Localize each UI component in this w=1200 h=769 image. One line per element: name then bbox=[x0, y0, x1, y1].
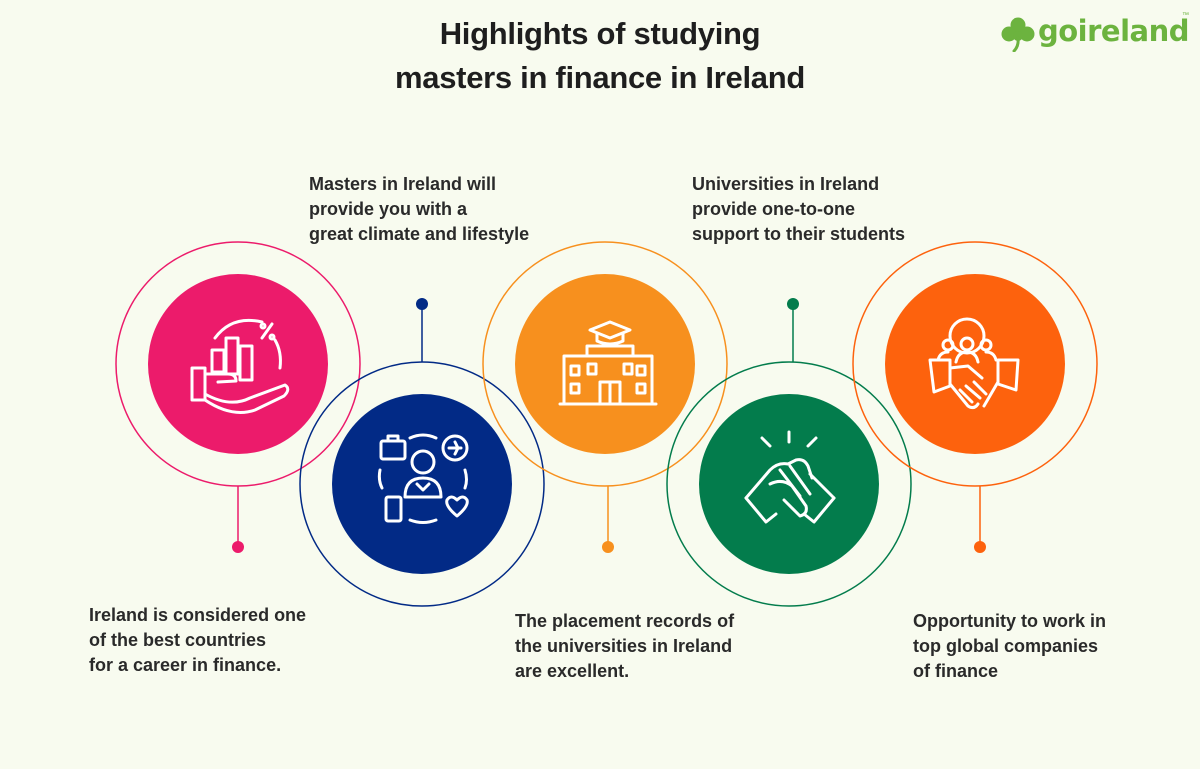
highlight-1-line-3: for a career in finance. bbox=[89, 655, 282, 675]
shamrock-icon bbox=[1001, 17, 1035, 52]
connector-dot-4 bbox=[787, 298, 799, 310]
clasped-hands-support-icon bbox=[744, 430, 836, 524]
highlight-4-line-2: provide one-to-one bbox=[692, 199, 855, 219]
connector-dot-3 bbox=[602, 541, 614, 553]
highlight-4-line-3: support to their students bbox=[692, 224, 905, 244]
university-building-icon bbox=[558, 320, 658, 406]
logo-wordmark: goireland bbox=[1038, 14, 1190, 48]
outer-ring-4 bbox=[666, 361, 912, 607]
highlight-text-1: Ireland is considered one of the best co… bbox=[89, 603, 306, 678]
highlight-circle-5 bbox=[885, 274, 1065, 454]
highlight-1-line-2: of the best countries bbox=[89, 630, 267, 650]
lifestyle-person-icon bbox=[377, 433, 469, 524]
highlight-2-line-3: great climate and lifestyle bbox=[309, 224, 530, 244]
highlight-4-line-1: Universities in Ireland bbox=[692, 174, 880, 194]
highlight-text-4: Universities in Ireland provide one-to-o… bbox=[692, 172, 905, 247]
highlight-text-5: Opportunity to work in top global compan… bbox=[913, 609, 1106, 684]
highlight-circle-3 bbox=[515, 274, 695, 454]
connector-dot-1 bbox=[232, 541, 244, 553]
highlight-1-line-1: Ireland is considered one bbox=[89, 605, 307, 625]
handshake-team-gear-icon bbox=[928, 317, 1020, 410]
highlight-2-line-2: provide you with a bbox=[309, 199, 468, 219]
goireland-logo[interactable]: goireland ™ bbox=[1000, 12, 1192, 56]
highlight-5-line-3: of finance bbox=[913, 661, 999, 681]
outer-ring-5 bbox=[852, 241, 1098, 487]
highlight-3-line-2: the universities in Ireland bbox=[515, 636, 733, 656]
logo-trademark: ™ bbox=[1182, 12, 1189, 19]
highlight-text-3: The placement records of the universitie… bbox=[515, 609, 734, 684]
page-title: Highlights of studying masters in financ… bbox=[0, 12, 1200, 100]
hand-bar-chart-percent-icon bbox=[190, 318, 290, 414]
highlight-text-2: Masters in Ireland will provide you with… bbox=[309, 172, 529, 247]
connector-dot-5 bbox=[974, 541, 986, 553]
highlight-2-line-1: Masters in Ireland will bbox=[309, 174, 497, 194]
highlight-circle-2 bbox=[332, 394, 512, 574]
title-line-1: Highlights of studying bbox=[439, 16, 761, 51]
highlight-5-line-1: Opportunity to work in bbox=[913, 611, 1106, 631]
connector-dot-2 bbox=[416, 298, 428, 310]
outer-ring-3 bbox=[482, 241, 728, 487]
highlight-3-line-1: The placement records of bbox=[515, 611, 735, 631]
highlight-5-line-2: top global companies bbox=[913, 636, 1099, 656]
title-line-2: masters in finance in Ireland bbox=[395, 60, 805, 95]
highlight-3-line-3: are excellent. bbox=[515, 661, 630, 681]
